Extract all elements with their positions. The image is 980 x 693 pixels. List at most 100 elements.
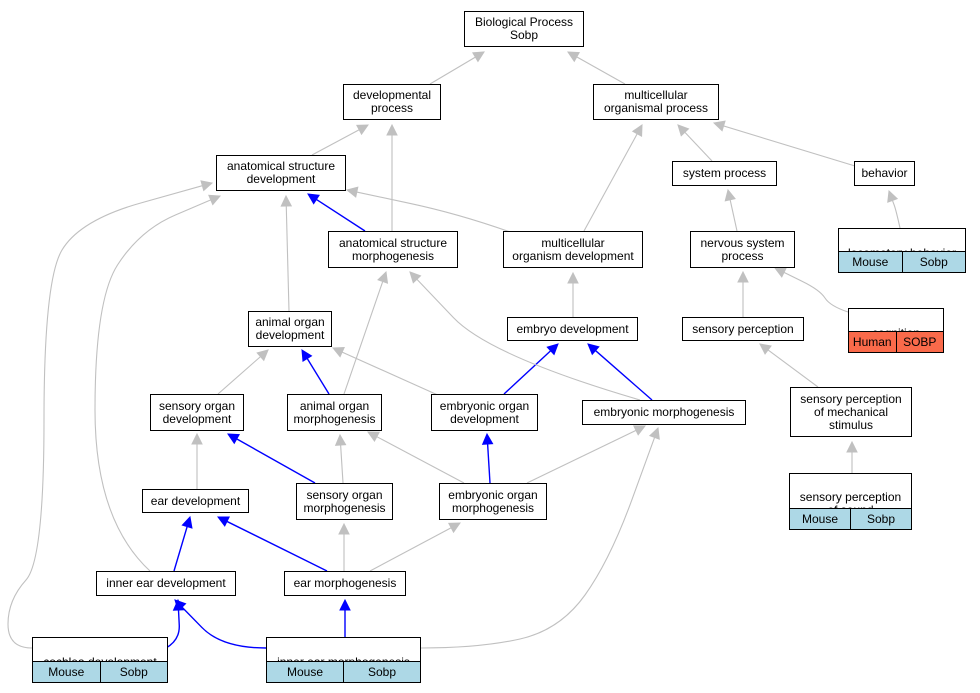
gene-tag[interactable]: SOBP bbox=[895, 332, 943, 352]
edge-line bbox=[165, 609, 180, 649]
edge-line bbox=[316, 198, 366, 232]
edge-line bbox=[181, 606, 267, 649]
edge-line bbox=[226, 520, 328, 572]
node-anatomical-structure-morphogenesis[interactable]: anatomical structure morphogenesis bbox=[328, 231, 458, 268]
node-ear-development[interactable]: ear development bbox=[142, 489, 249, 513]
edge-part-of bbox=[301, 349, 330, 395]
node-cognition[interactable]: cognition Human SOBP bbox=[848, 308, 944, 353]
edge-is-a bbox=[345, 186, 514, 234]
node-multicellular-organismal-process[interactable]: multicellular organismal process bbox=[593, 84, 719, 120]
edge-line bbox=[576, 56, 626, 85]
edge-is-a bbox=[737, 270, 749, 317]
node-embryonic-organ-development[interactable]: embryonic organ development bbox=[431, 394, 538, 431]
node-sensory-perception-mechanical[interactable]: sensory perception of mechanical stimulu… bbox=[790, 387, 912, 437]
edge-line bbox=[891, 200, 901, 229]
node-ear-morphogenesis[interactable]: ear morphogenesis bbox=[284, 571, 406, 596]
edge-line bbox=[376, 436, 465, 484]
edge-is-a bbox=[217, 349, 269, 395]
edge-line bbox=[723, 125, 856, 167]
edge-arrowhead bbox=[227, 433, 240, 445]
node-animal-organ-development[interactable]: animal organ development bbox=[248, 311, 332, 347]
edge-line bbox=[369, 527, 452, 572]
edge-is-a bbox=[191, 432, 203, 489]
edge-line bbox=[503, 350, 552, 395]
species-tags: Human SOBP bbox=[849, 331, 943, 352]
node-embryonic-morphogenesis[interactable]: embryonic morphogenesis bbox=[582, 400, 746, 425]
edge-arrowhead bbox=[200, 180, 214, 192]
species-tag[interactable]: Mouse bbox=[839, 252, 902, 272]
species-tag[interactable]: Human bbox=[849, 332, 896, 352]
node-sensory-perception[interactable]: sensory perception bbox=[682, 317, 804, 341]
node-embryonic-organ-morphogenesis[interactable]: embryonic organ morphogenesis bbox=[439, 483, 547, 520]
node-anatomical-structure-development[interactable]: anatomical structure development bbox=[216, 155, 346, 191]
edge-arrowhead bbox=[712, 120, 726, 132]
gene-tag[interactable]: Sobp bbox=[901, 252, 965, 272]
edge-line bbox=[306, 358, 330, 395]
species-tag[interactable]: Mouse bbox=[790, 509, 850, 529]
edge-arrowhead bbox=[448, 522, 461, 534]
edge-arrowhead bbox=[331, 346, 345, 358]
node-multicellular-organism-development[interactable]: multicellular organism development bbox=[503, 231, 643, 268]
edge-part-of bbox=[227, 433, 316, 484]
edge-is-a bbox=[311, 124, 369, 156]
edge-arrowhead bbox=[631, 124, 643, 137]
gene-tag[interactable]: Sobp bbox=[343, 662, 420, 682]
edge-arrowhead bbox=[301, 349, 313, 362]
node-cochlea-development[interactable]: cochlea development Mouse Sobp bbox=[32, 637, 168, 683]
edge-arrowhead bbox=[481, 432, 494, 445]
edge-line bbox=[767, 349, 819, 388]
edge-arrowhead bbox=[648, 426, 660, 440]
node-sensory-perception-sound[interactable]: sensory perception of sound Mouse Sobp bbox=[789, 473, 912, 530]
edge-is-a bbox=[773, 267, 849, 313]
gene-tag[interactable]: Sobp bbox=[99, 662, 167, 682]
edge-is-a bbox=[343, 270, 389, 395]
species-tag[interactable]: Mouse bbox=[267, 662, 343, 682]
edge-arrowhead bbox=[345, 186, 359, 198]
edge-is-a bbox=[94, 194, 222, 572]
edge-is-a bbox=[331, 346, 441, 397]
edge-line bbox=[416, 278, 641, 401]
edge-arrowhead bbox=[773, 267, 787, 278]
edge-line bbox=[340, 444, 344, 484]
edge-arrowhead bbox=[567, 271, 579, 284]
node-locomotory-behavior[interactable]: locomotory behavior Mouse Sobp bbox=[838, 228, 966, 273]
edge-is-a bbox=[712, 120, 856, 167]
edge-arrowhead bbox=[633, 425, 647, 436]
edge-is-a bbox=[429, 51, 485, 85]
edge-is-a bbox=[887, 189, 901, 229]
edge-arrowhead bbox=[356, 124, 369, 136]
edge-arrowhead bbox=[191, 432, 203, 445]
node-inner-ear-development[interactable]: inner ear development bbox=[96, 571, 236, 596]
edge-arrowhead bbox=[472, 51, 485, 63]
edge-arrowhead bbox=[737, 270, 749, 283]
node-sensory-organ-development[interactable]: sensory organ development bbox=[150, 394, 244, 431]
node-embryo-development[interactable]: embryo development bbox=[507, 317, 638, 341]
species-tag[interactable]: Mouse bbox=[33, 662, 100, 682]
edge-arrowhead bbox=[367, 431, 380, 443]
node-nervous-system-process[interactable]: nervous system process bbox=[690, 231, 795, 268]
edge-line bbox=[356, 191, 514, 234]
edge-part-of bbox=[481, 432, 494, 484]
edge-part-of bbox=[339, 598, 351, 637]
node-sensory-organ-morphogenesis[interactable]: sensory organ morphogenesis bbox=[296, 483, 393, 520]
edge-part-of bbox=[587, 343, 653, 401]
edge-is-a bbox=[724, 188, 738, 232]
edge-arrowhead bbox=[587, 343, 600, 356]
edge-arrowhead bbox=[887, 189, 899, 203]
node-biological-process[interactable]: Biological Process Sobp bbox=[464, 11, 584, 47]
edge-is-a bbox=[846, 440, 858, 473]
node-system-process[interactable]: system process bbox=[672, 161, 777, 186]
gene-tag[interactable]: Sobp bbox=[850, 509, 911, 529]
node-developmental-process[interactable]: developmental process bbox=[343, 84, 441, 120]
edge-line bbox=[783, 271, 849, 313]
node-behavior[interactable]: behavior bbox=[854, 161, 915, 186]
edge-line bbox=[486, 443, 491, 484]
node-animal-organ-morphogenesis[interactable]: animal organ morphogenesis bbox=[287, 394, 382, 431]
edge-line bbox=[729, 199, 738, 232]
edge-arrowhead bbox=[386, 123, 398, 136]
edge-arrowhead bbox=[280, 194, 293, 207]
edge-arrowhead bbox=[846, 440, 858, 453]
edge-line bbox=[236, 438, 316, 484]
node-inner-ear-morphogenesis[interactable]: inner ear morphogenesis Mouse Sobp bbox=[266, 637, 421, 683]
